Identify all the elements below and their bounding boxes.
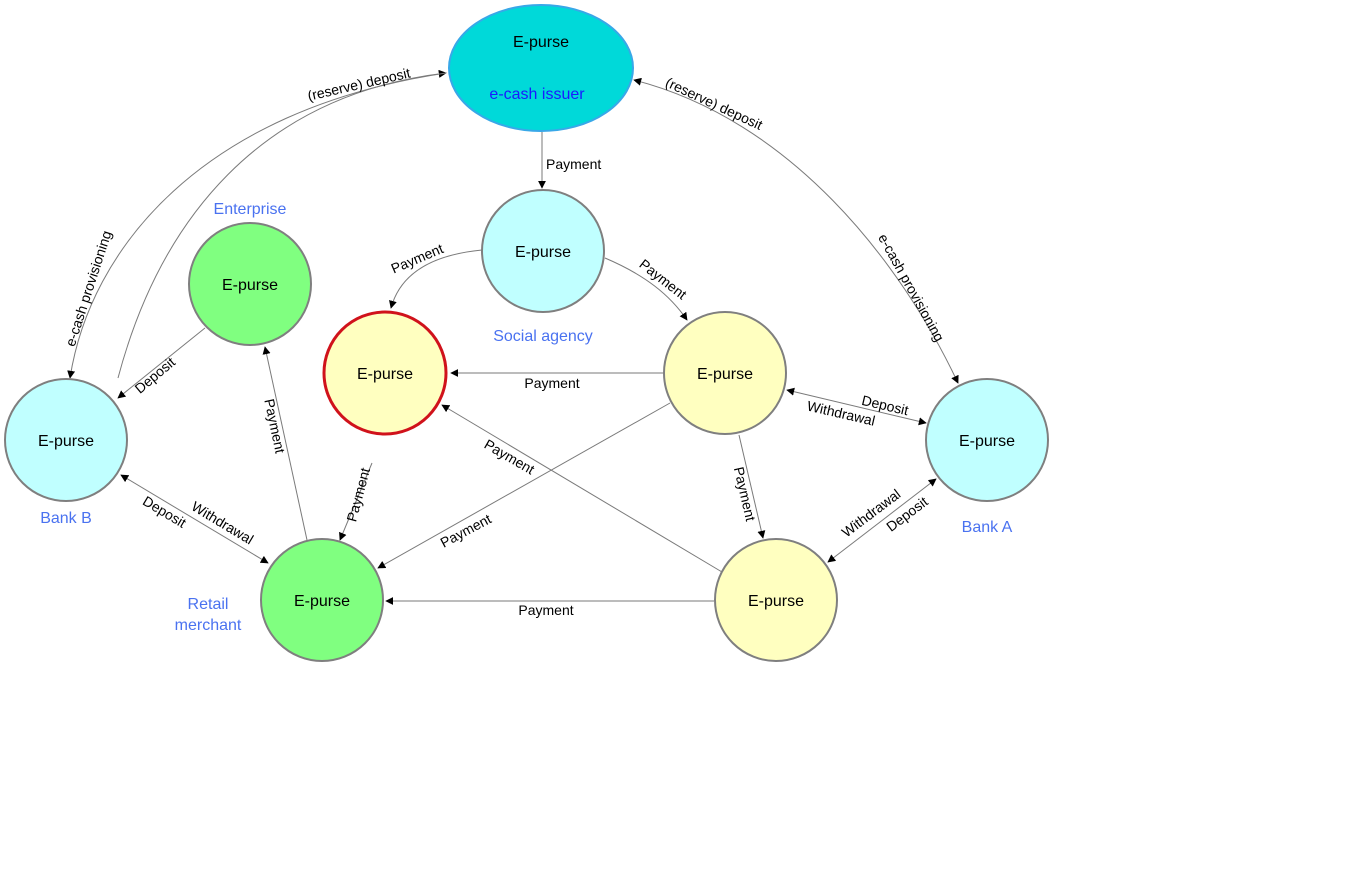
node-enterprise-label: E-purse (222, 277, 278, 294)
label-bankb-to-issuer: (reserve) deposit (306, 64, 412, 103)
edge-enterprise-to-bankb (117, 327, 206, 399)
edge-bankb-retail (120, 474, 269, 564)
role-enterprise: Enterprise (214, 201, 287, 218)
role-bank-a: Bank A (962, 519, 1013, 536)
node-enterprise-shape (188, 222, 312, 346)
role-retail-line2: merchant (175, 617, 242, 634)
edge-yellowbottom-to-red (441, 404, 723, 573)
label-yellowright-to-red: Payment (524, 375, 579, 391)
node-yellow-right-shape (663, 311, 787, 435)
node-red-label: E-purse (357, 366, 413, 383)
edge-banka-yellowbottom (827, 478, 937, 563)
edge-social-to-yellowright (604, 257, 688, 321)
edge-yellowright-to-yellowbottom (738, 434, 766, 539)
nodes: E-purse e-cash issuer E-purse Social age… (4, 4, 1049, 662)
edge-issuer-to-bankb (67, 72, 447, 379)
label-yellowright-to-yellowbottom: Payment (731, 465, 759, 523)
node-bank-b[interactable]: E-purse (4, 378, 128, 502)
node-retail-shape (260, 538, 384, 662)
node-yellow-right-label: E-purse (697, 366, 753, 383)
node-red-highlight[interactable]: E-purse (322, 310, 448, 436)
label-bankb-retail-withdrawal: Withdrawal (189, 498, 257, 547)
node-bank-a[interactable]: E-purse (925, 378, 1049, 502)
node-issuer-sublabel: e-cash issuer (489, 86, 585, 103)
label-enterprise-to-bankb: Deposit (131, 354, 178, 397)
edge-issuer-banka (633, 77, 959, 384)
edge-yellowright-to-retail (377, 402, 671, 569)
edge-yellowright-banka (786, 387, 927, 426)
node-issuer[interactable]: E-purse e-cash issuer (448, 4, 634, 132)
edges (67, 69, 959, 605)
node-yellow-right[interactable]: E-purse (663, 311, 787, 435)
node-retail-merchant[interactable]: E-purse (260, 538, 384, 662)
label-retail-to-enterprise: Payment (261, 397, 288, 454)
node-social-shape (481, 189, 605, 313)
node-bank-a-label: E-purse (959, 433, 1015, 450)
node-bank-a-shape (925, 378, 1049, 502)
role-retail-line1: Retail (188, 596, 229, 613)
label-issuer-to-social: Payment (546, 156, 601, 172)
label-red-to-retail: Payment (343, 466, 373, 524)
edge-retail-to-enterprise (262, 346, 308, 541)
node-bank-b-shape (4, 378, 128, 502)
node-yellow-bottom[interactable]: E-purse (714, 538, 838, 662)
node-social-agency[interactable]: E-purse (481, 189, 605, 313)
node-red-shape (322, 310, 448, 436)
label-banka-to-issuer: (reserve) deposit (663, 74, 765, 133)
label-yellowright-to-retail: Payment (438, 511, 494, 551)
role-social-agency: Social agency (493, 328, 593, 345)
node-enterprise[interactable]: E-purse (188, 222, 312, 346)
label-yellowbottom-to-retail: Payment (518, 602, 573, 618)
edge-social-to-red (389, 249, 483, 309)
node-bank-b-label: E-purse (38, 433, 94, 450)
label-bankb-retail-deposit: Deposit (140, 493, 189, 531)
role-bank-b: Bank B (40, 510, 92, 527)
node-yellow-bottom-shape (714, 538, 838, 662)
node-social-label: E-purse (515, 244, 571, 261)
node-yellow-bottom-label: E-purse (748, 593, 804, 610)
node-retail-label: E-purse (294, 593, 350, 610)
edge-red-to-retail (339, 462, 373, 541)
label-issuer-to-banka: e-cash provisioning (875, 231, 947, 344)
node-issuer-shape (448, 4, 634, 132)
label-issuer-to-bankb: e-cash provisioning (62, 229, 114, 349)
node-issuer-label: E-purse (513, 34, 569, 51)
